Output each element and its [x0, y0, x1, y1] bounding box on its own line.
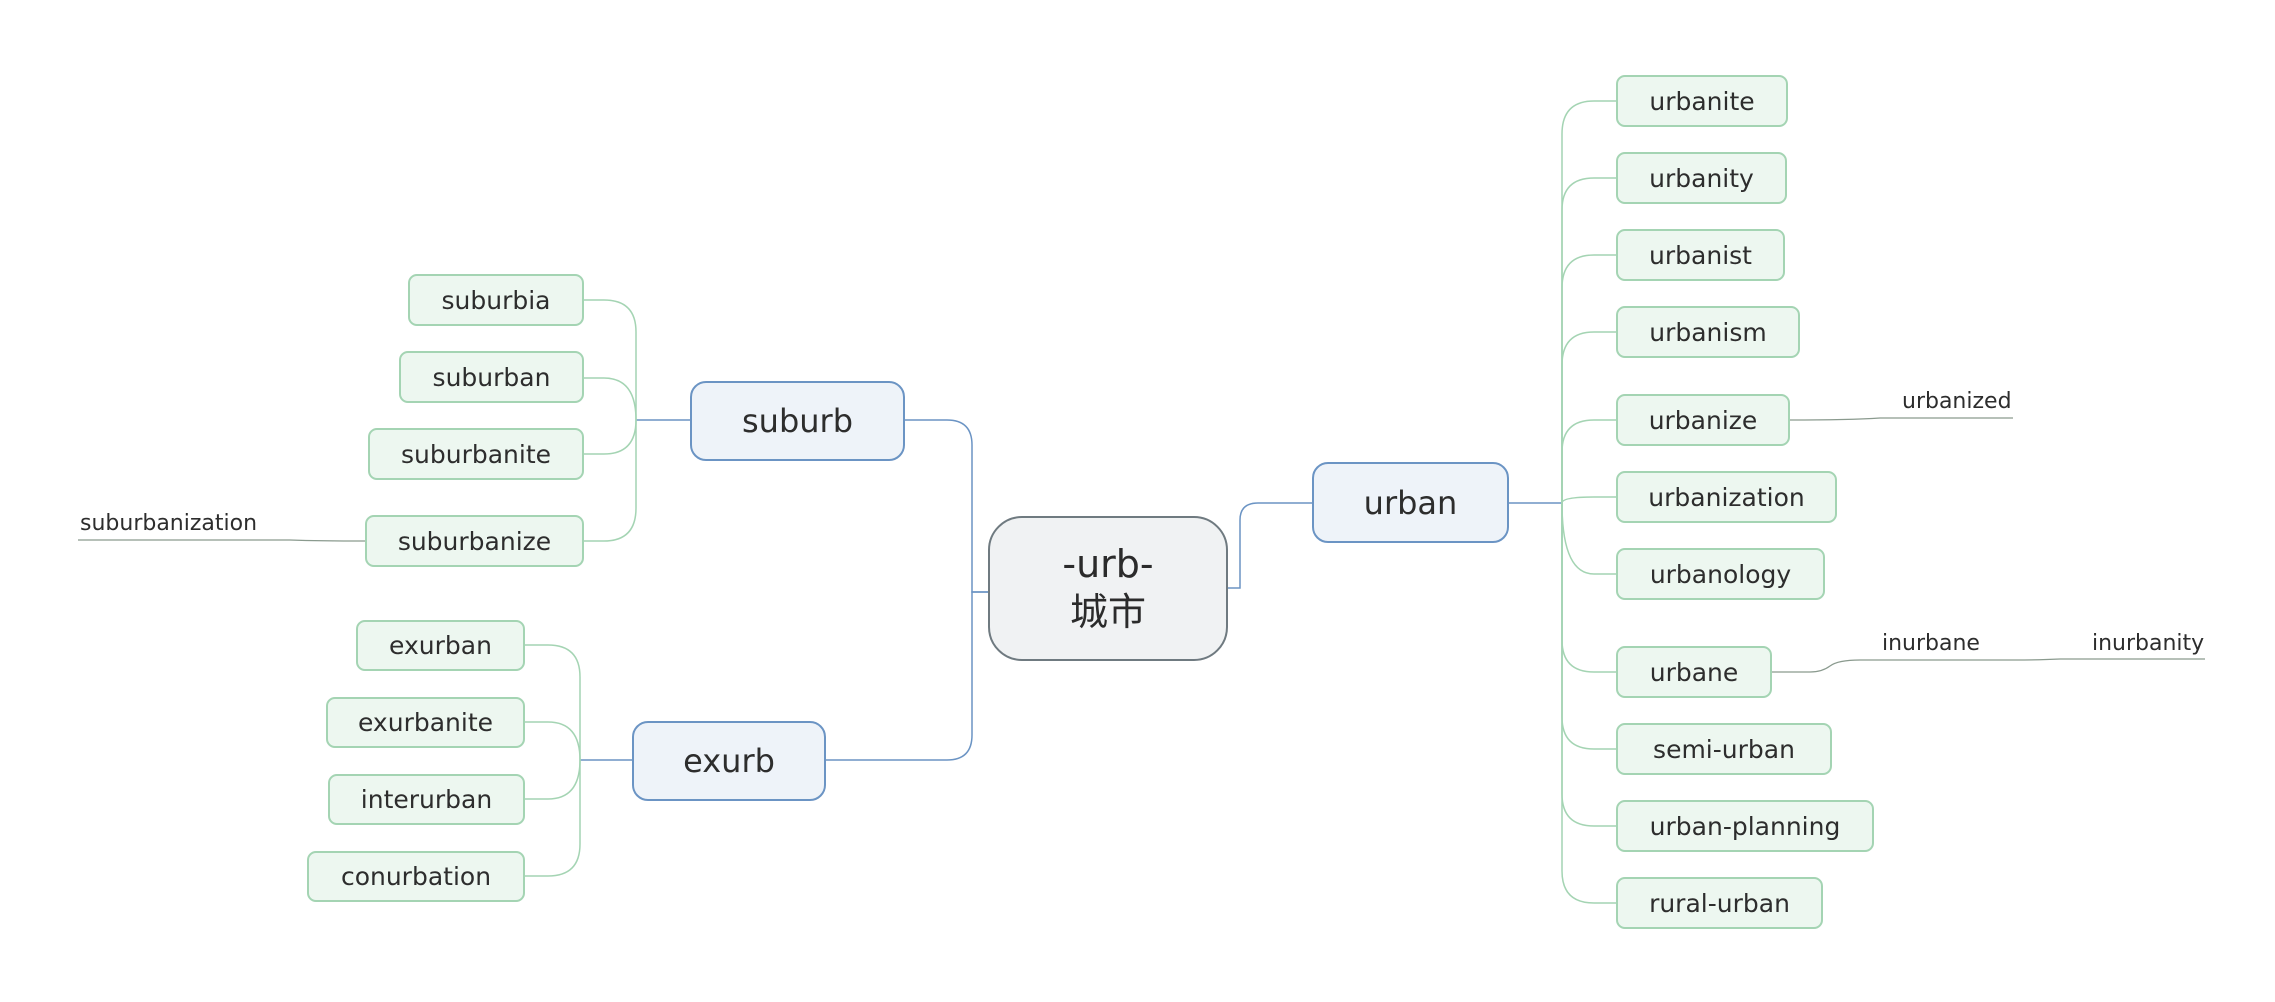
node-rural-urban[interactable]: rural-urban	[1616, 877, 1823, 929]
link-suburbia	[584, 299, 637, 420]
node-urbanize[interactable]: urbanize	[1616, 394, 1790, 446]
branch-exurb[interactable]: exurb	[632, 721, 826, 801]
branch-suburb[interactable]: suburb	[690, 381, 905, 461]
central-topic[interactable]: -urb- 城市	[988, 516, 1228, 661]
node-urbanization[interactable]: urbanization	[1616, 471, 1837, 523]
node-conurbation[interactable]: conurbation	[307, 851, 525, 902]
node-suburbanite[interactable]: suburbanite	[368, 428, 584, 480]
node-exurban[interactable]: exurban	[356, 620, 525, 671]
link-inurbane	[1772, 659, 2015, 673]
node-suburban[interactable]: suburban	[399, 351, 584, 403]
node-urbanity[interactable]: urbanity	[1616, 152, 1787, 204]
link-exurban	[525, 644, 581, 760]
node-exurbanite[interactable]: exurbanite	[326, 697, 525, 748]
link-rural-urban	[1561, 503, 1616, 904]
link-urbanized	[1789, 417, 2013, 421]
node-suburbanization[interactable]: suburbanization	[80, 511, 258, 536]
branch-urban[interactable]: urban	[1312, 462, 1509, 543]
link-urbanism	[1561, 331, 1616, 503]
node-urbanology[interactable]: urbanology	[1616, 548, 1825, 600]
link-suburban	[584, 377, 637, 421]
link-suburbanization	[78, 539, 366, 542]
link-center-exurb	[826, 591, 988, 761]
link-semi-urban	[1561, 503, 1616, 750]
link-urbanization	[1561, 496, 1616, 504]
link-suburbanize	[584, 420, 637, 542]
link-center-urban	[1228, 502, 1312, 589]
link-urbanology	[1561, 502, 1616, 575]
link-urbane	[1561, 503, 1616, 673]
link-urbanist	[1561, 254, 1616, 503]
link-urbanite	[1561, 100, 1616, 503]
link-interurban	[525, 759, 581, 800]
node-urbanized[interactable]: urbanized	[1902, 389, 2012, 414]
link-urbanity	[1561, 177, 1616, 503]
node-urbanism[interactable]: urbanism	[1616, 306, 1800, 358]
node-suburbia[interactable]: suburbia	[408, 274, 584, 326]
node-semi-urban[interactable]: semi-urban	[1616, 723, 1832, 775]
link-center-suburb	[905, 419, 988, 593]
node-inurbanity[interactable]: inurbanity	[2092, 631, 2205, 656]
central-topic-root: -urb-	[1062, 542, 1154, 586]
node-inurbane[interactable]: inurbane	[1882, 631, 1980, 656]
node-suburbanize[interactable]: suburbanize	[365, 515, 584, 567]
link-urbanize	[1561, 419, 1616, 503]
node-urbanist[interactable]: urbanist	[1616, 229, 1785, 281]
link-exurbanite	[525, 721, 581, 761]
node-urbane[interactable]: urbane	[1616, 646, 1772, 698]
node-urbanite[interactable]: urbanite	[1616, 75, 1788, 127]
central-topic-meaning: 城市	[1069, 589, 1146, 634]
link-suburbanite	[584, 419, 637, 455]
node-interurban[interactable]: interurban	[328, 774, 525, 825]
link-inurbanity	[2014, 658, 2205, 661]
node-urban-planning[interactable]: urban-planning	[1616, 800, 1874, 852]
link-conurbation	[525, 760, 581, 877]
